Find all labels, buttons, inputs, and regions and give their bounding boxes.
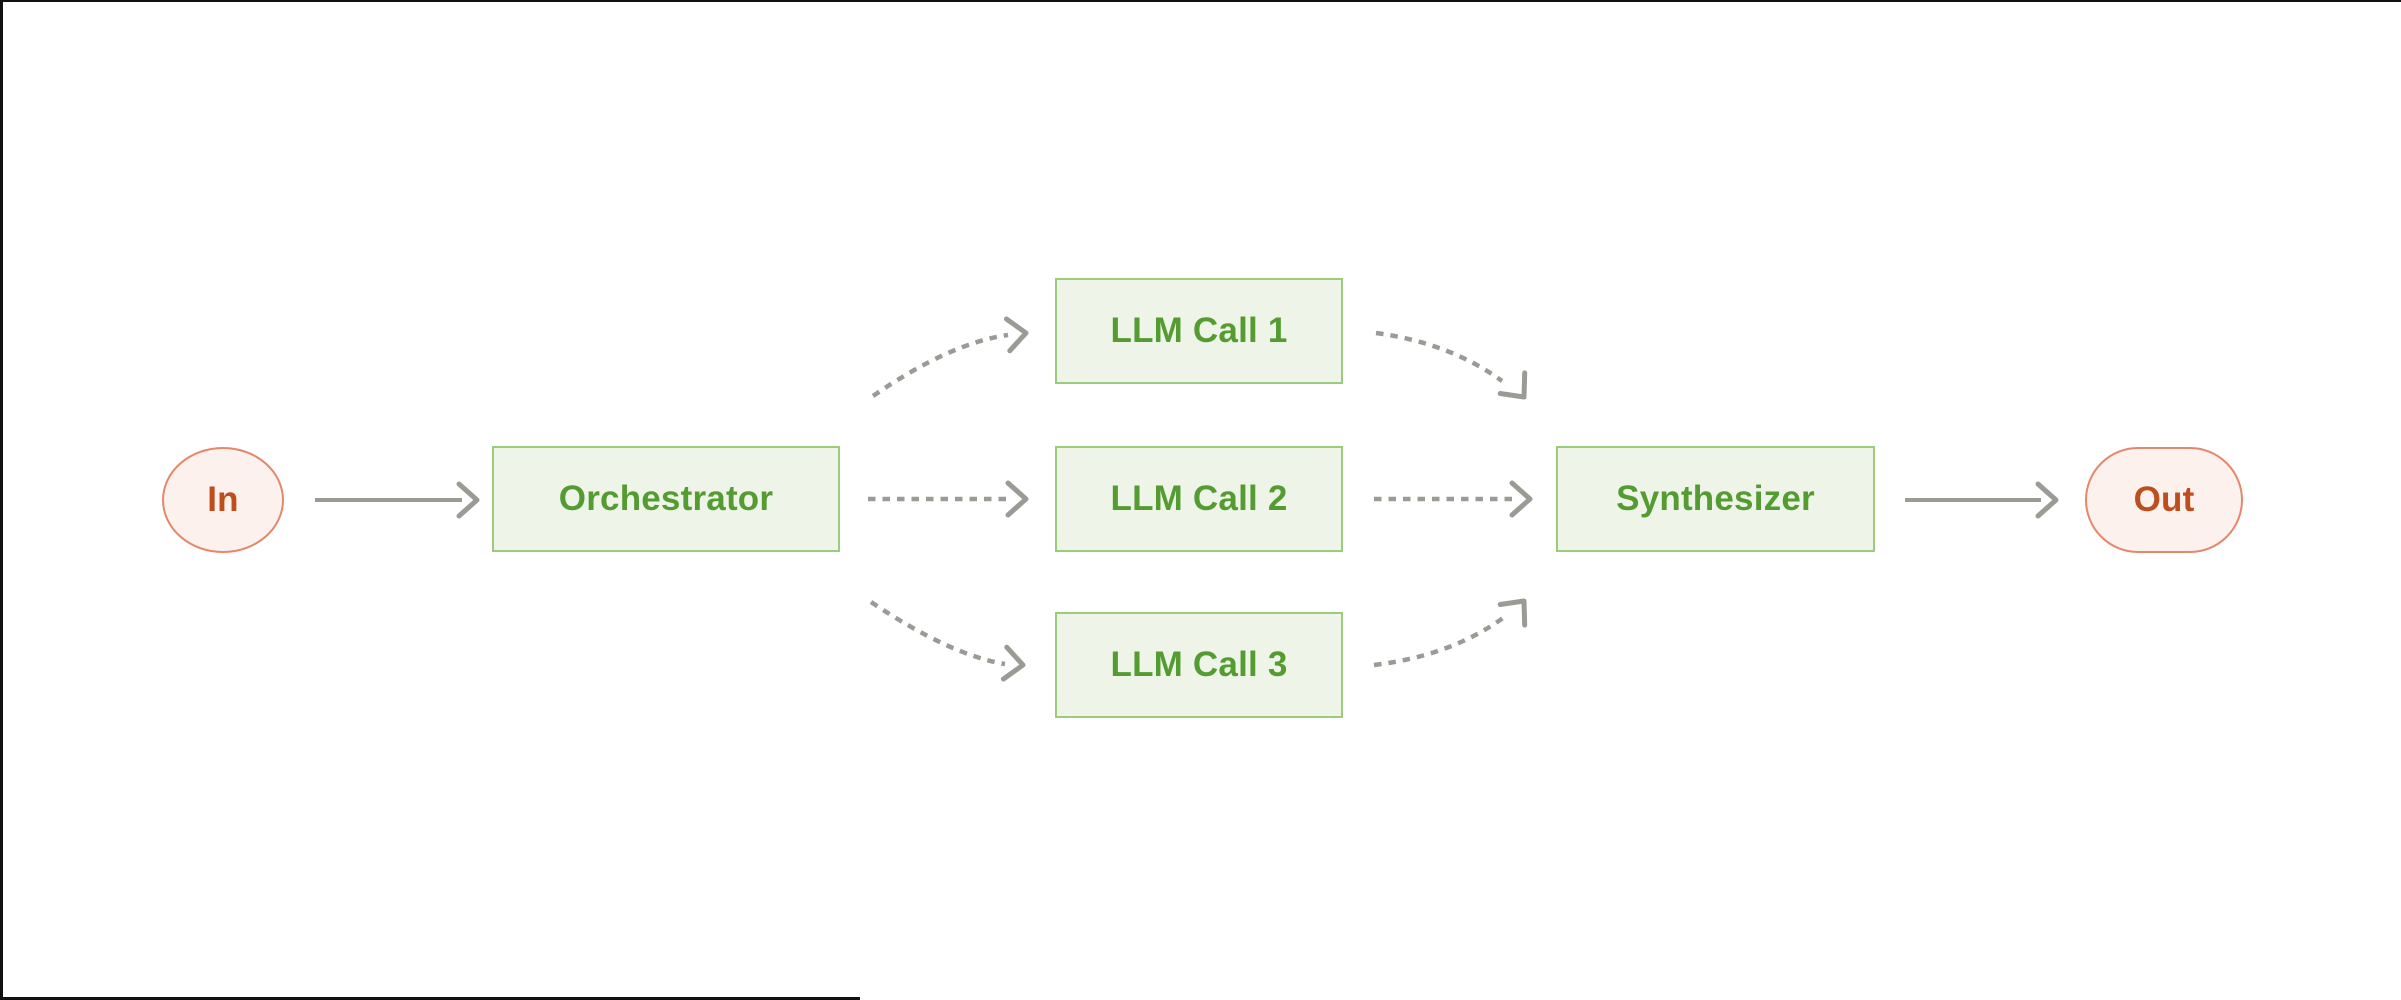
node-in-label: In xyxy=(207,480,239,519)
arrowhead-synthesizer-out xyxy=(2035,481,2059,519)
node-llm-call-3-label: LLM Call 3 xyxy=(1110,645,1288,684)
edge-orchestrator-llm3 xyxy=(869,600,1006,667)
edge-llm3-synthesizer xyxy=(1373,616,1505,668)
node-llm-call-1: LLM Call 1 xyxy=(1055,278,1343,384)
arrowhead-orchestrator-llm1 xyxy=(1003,316,1029,354)
arrowhead-in-orchestrator xyxy=(456,481,480,519)
edge-orchestrator-llm1 xyxy=(871,332,1009,398)
node-in: In xyxy=(162,447,284,553)
arrowhead-llm2-synthesizer xyxy=(1509,480,1533,518)
arrowhead-orchestrator-llm2 xyxy=(1005,480,1029,518)
frame-line-left xyxy=(0,0,3,1000)
arrowhead-llm1-synthesizer xyxy=(1497,370,1528,400)
frame-line-bottom xyxy=(0,997,860,1000)
edge-llm1-synthesizer xyxy=(1375,330,1504,383)
arrowhead-orchestrator-llm3 xyxy=(1000,644,1026,682)
node-orchestrator-label: Orchestrator xyxy=(558,479,774,518)
node-llm-call-3: LLM Call 3 xyxy=(1055,612,1343,718)
node-synthesizer: Synthesizer xyxy=(1556,446,1875,552)
node-llm-call-2-label: LLM Call 2 xyxy=(1110,479,1288,518)
node-llm-call-2: LLM Call 2 xyxy=(1055,446,1343,552)
node-synthesizer-label: Synthesizer xyxy=(1616,479,1815,518)
node-out-label: Out xyxy=(2133,480,2195,519)
node-llm-call-1-label: LLM Call 1 xyxy=(1110,311,1288,350)
node-out: Out xyxy=(2085,447,2243,553)
arrowhead-llm3-synthesizer xyxy=(1497,598,1528,628)
node-orchestrator: Orchestrator xyxy=(492,446,840,552)
frame-line-top xyxy=(0,0,2401,2)
